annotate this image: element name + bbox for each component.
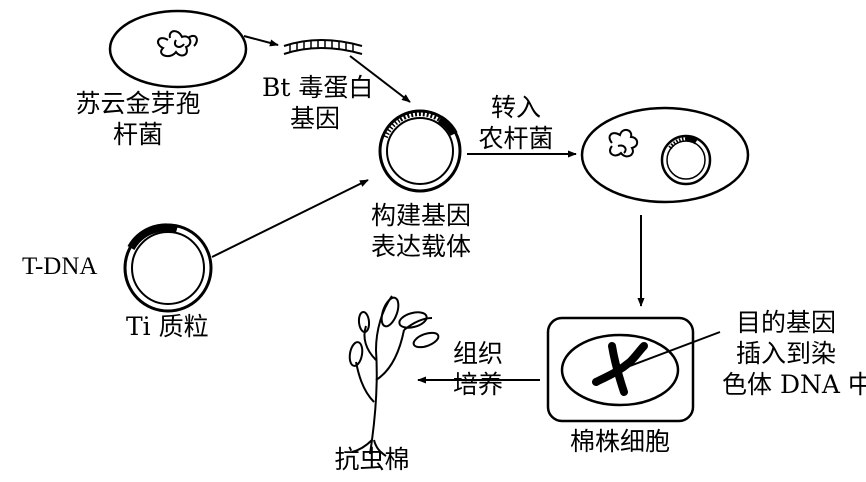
bt-gene-fragment <box>283 39 363 55</box>
arrow-bacterium-to-gene <box>243 35 279 47</box>
cotton-plant <box>348 295 440 457</box>
bt-gene-insert <box>398 110 442 122</box>
arrows <box>211 35 645 384</box>
expression-vector <box>378 109 462 193</box>
ti-plasmid-label: Ti 质粒 <box>126 312 209 341</box>
bacterium-label: 苏云金芽孢 杆菌 <box>75 89 201 149</box>
arrow-gene-to-vector <box>349 55 411 103</box>
pest-resistant-cotton-label: 抗虫棉 <box>334 445 410 474</box>
agrobacterium-plasmid <box>660 134 712 186</box>
culture-label: 组织 培养 <box>452 339 503 399</box>
bt-gene-label: Bt 毒蛋白 基因 <box>262 73 374 133</box>
cotton-nucleus <box>560 333 680 407</box>
insertion-label: 目的基因 插入到染 色体 DNA 中 <box>722 308 866 399</box>
ti-plasmid <box>123 223 213 313</box>
cotton-cell <box>546 316 721 423</box>
agrobacterium-cell <box>580 106 750 204</box>
vector-label: 构建基因 表达载体 <box>370 201 471 261</box>
chromosome <box>592 342 648 396</box>
ti-tdna-segment <box>127 223 179 251</box>
agrobacterium-dna <box>608 129 639 158</box>
transfer-label: 转入 农杆菌 <box>478 93 554 153</box>
bacterium-cell <box>108 9 248 89</box>
cotton-cell-label: 棉株细胞 <box>569 427 670 456</box>
tdna-label: T-DNA <box>22 253 98 280</box>
arrow-plasmid-to-vector <box>211 179 369 258</box>
bacterium-dna <box>157 30 198 58</box>
tdna-segment <box>437 115 458 136</box>
